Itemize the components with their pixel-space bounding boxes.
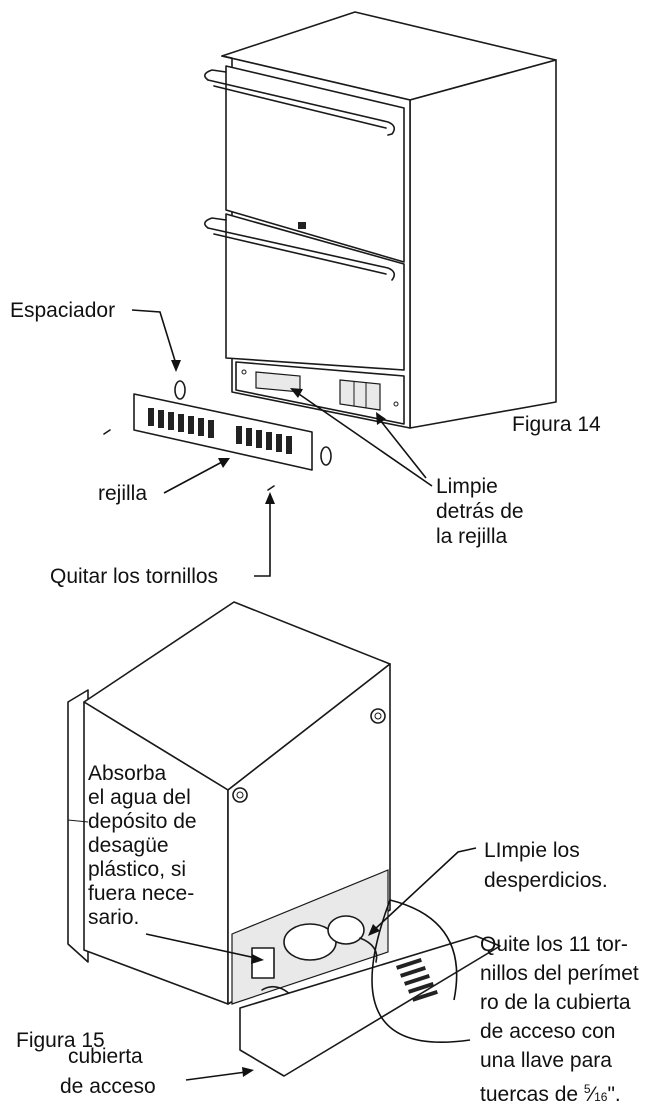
remove-screws-label: Quitar los tornillos [50, 565, 219, 588]
figure-15-title: Figura 15 [16, 1029, 105, 1052]
grille [133, 393, 313, 471]
drawer-unit-front [204, 11, 557, 429]
refrigerator-rear [67, 601, 391, 1005]
lower-drawer [225, 213, 405, 371]
fraction-numerator: 5 [583, 1082, 591, 1096]
spacer-right [320, 446, 332, 466]
absorb-water-label: Absorba el agua del depósito de desagüe … [88, 762, 197, 929]
clean-debris-label: LImpie los desperdicios. [484, 839, 608, 892]
screw-icon [103, 429, 111, 435]
figure-14-title: Figura 14 [512, 413, 601, 436]
access-cover [239, 935, 501, 1077]
access-cover-label: cubierta de acceso [60, 1045, 156, 1098]
clean-behind-grille-label: Limpie detrás de la rejilla [436, 475, 524, 548]
screw-icon [267, 485, 275, 491]
spacer-left [174, 380, 186, 400]
grille-label: rejilla [98, 482, 148, 505]
remove-cover-screws-label: Quite los 11 tor- nillos del perímet ro … [480, 933, 639, 1106]
fraction-denominator: 16 [594, 1090, 608, 1104]
spacer-label: Espaciador [10, 299, 116, 322]
